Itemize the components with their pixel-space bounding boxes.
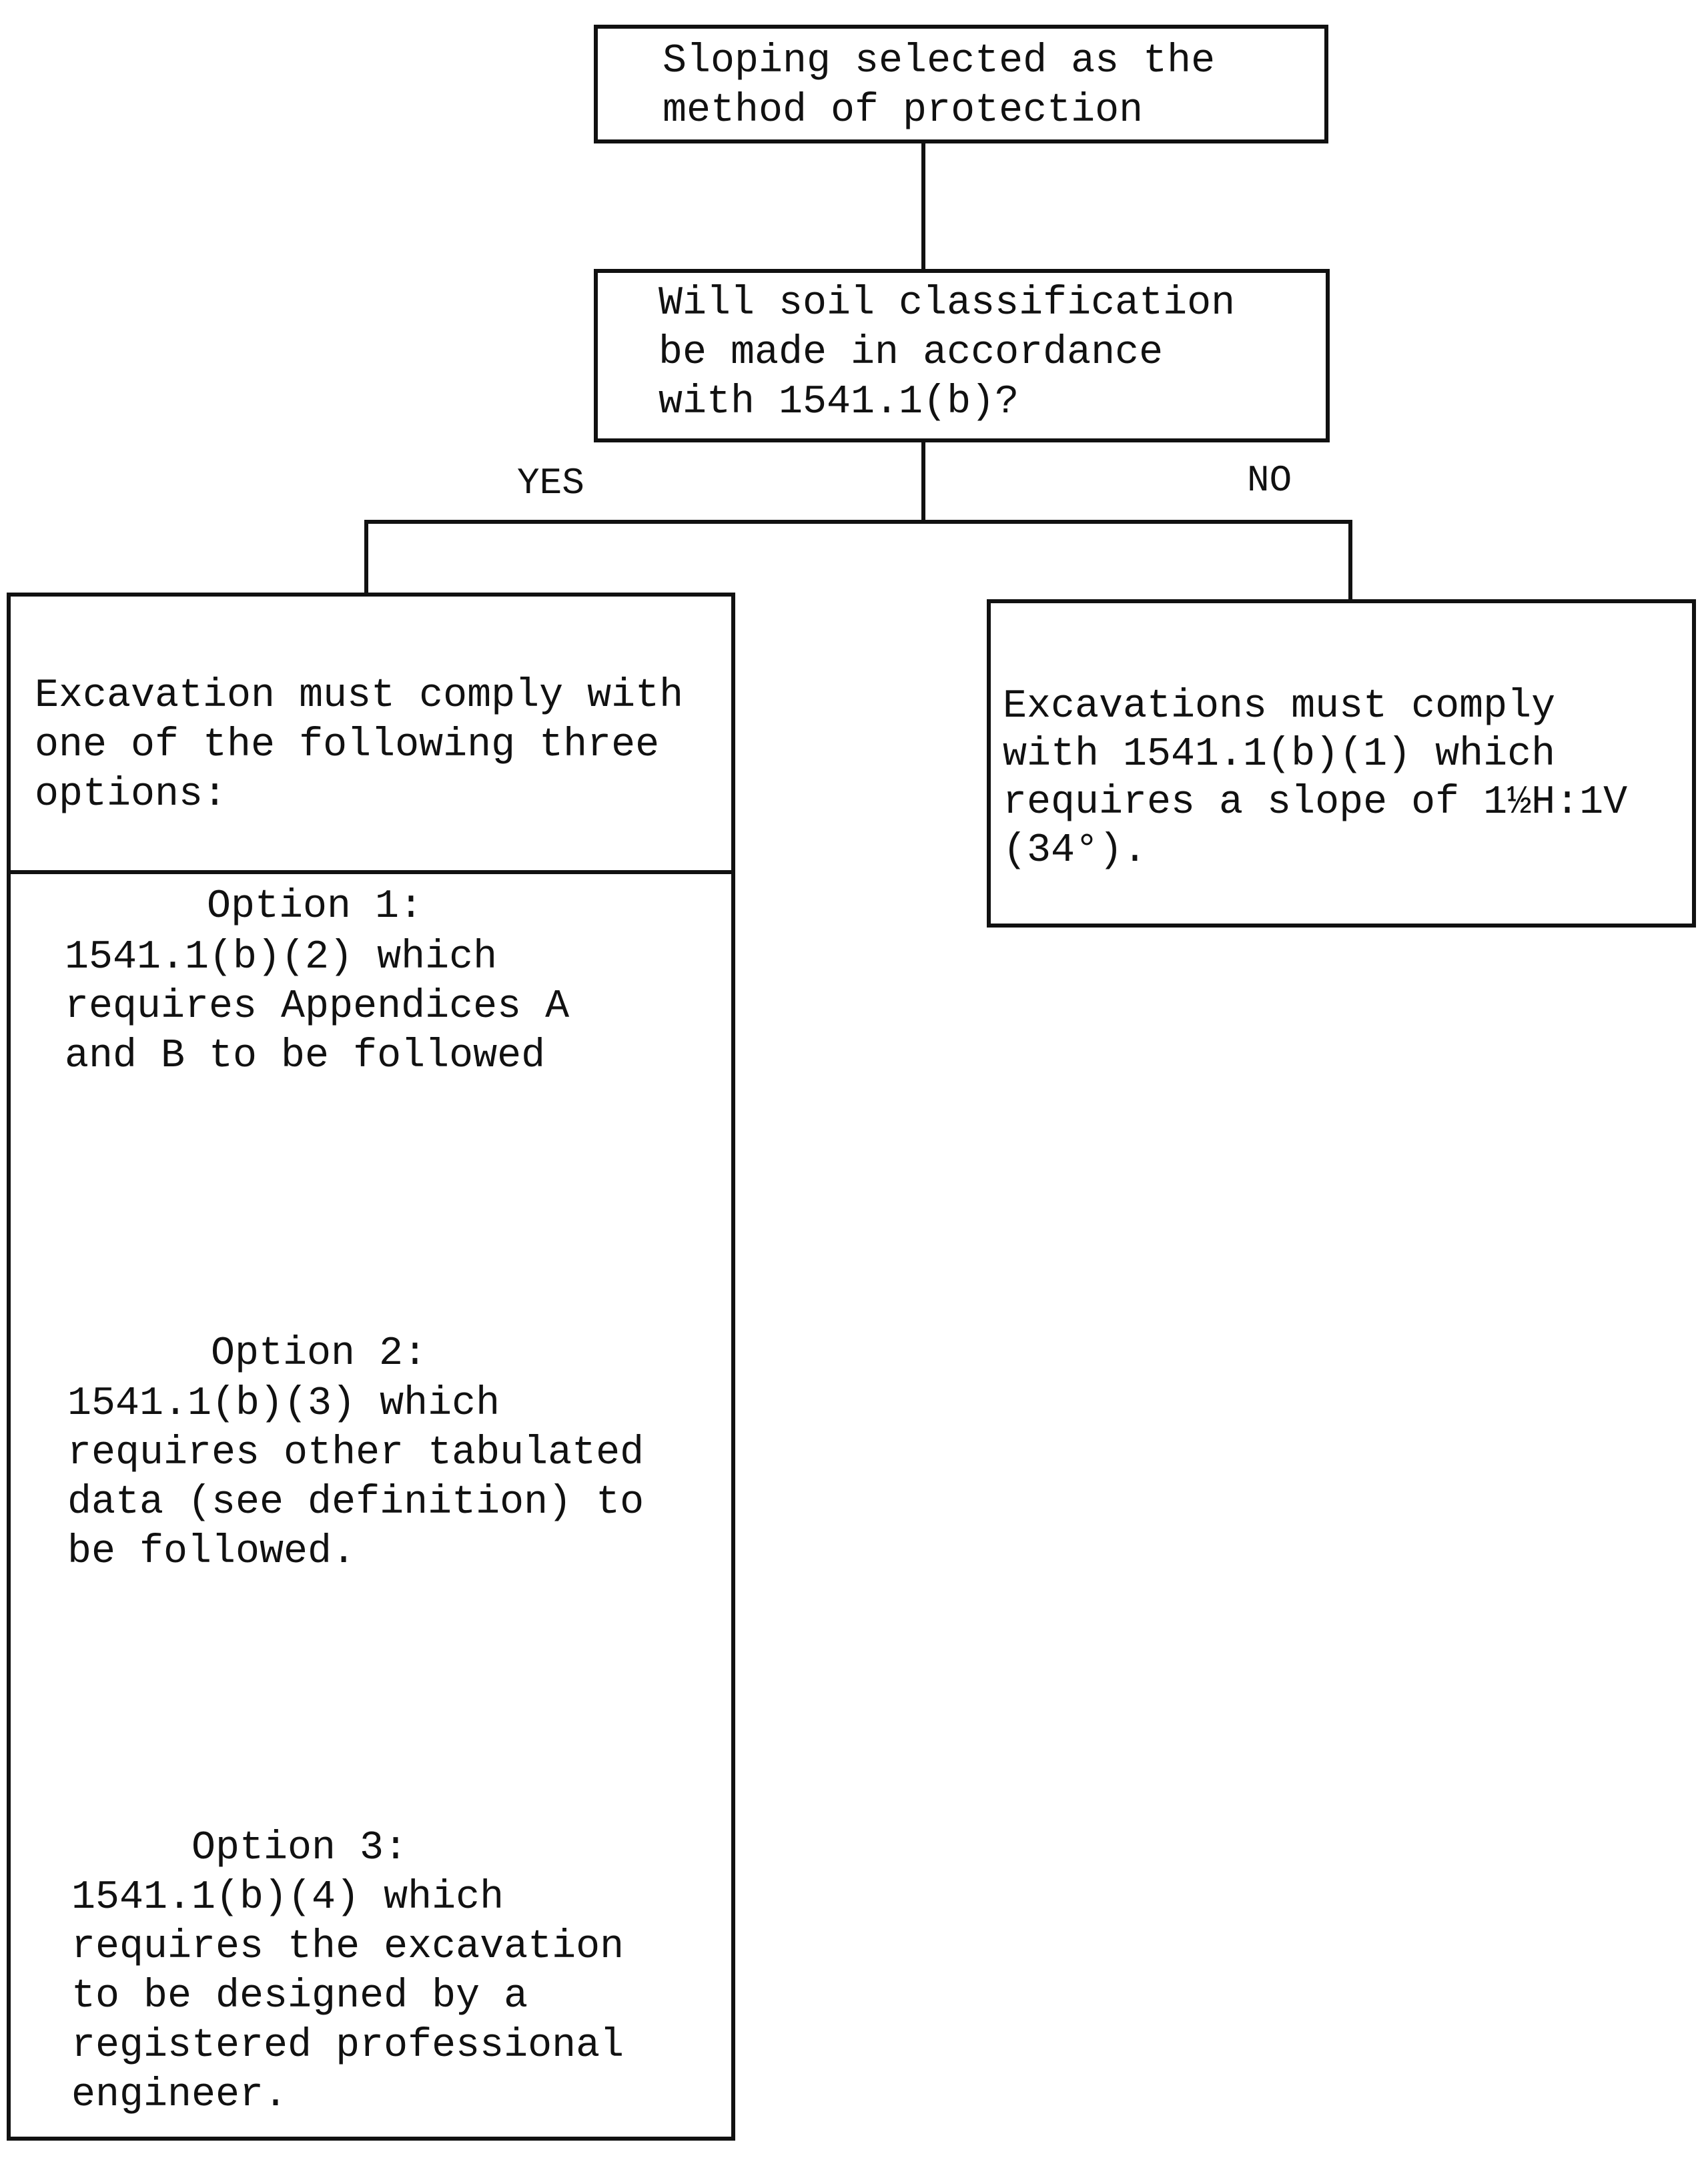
text-line: engineer. <box>71 2073 288 2118</box>
text-line: Sloping selected as the <box>663 39 1216 84</box>
text-line: requires the excavation <box>71 1924 624 1970</box>
connector-yes <box>364 520 368 594</box>
no-outcome-box <box>987 599 1696 928</box>
option-2-title: Option 2: <box>211 1331 428 1377</box>
text-line: requires Appendices A <box>65 984 570 1030</box>
text-line: to be designed by a <box>71 1974 528 2019</box>
text-line: requires other tabulated <box>67 1431 645 1476</box>
connector-branch-horizontal <box>364 520 1352 524</box>
text-line: 1541.1(b)(4) which <box>71 1875 504 1920</box>
text-line: be followed. <box>67 1529 356 1575</box>
text-line: requires a slope of 1½H:1V <box>1003 780 1628 825</box>
question-box <box>594 269 1330 442</box>
text-line: 1541.1(b)(3) which <box>67 1381 500 1427</box>
text-line: one of the following three <box>35 723 660 768</box>
text-line: be made in accordance <box>659 330 1164 376</box>
text-line: and B to be followed <box>65 1034 546 1079</box>
text-line: Will soil classification <box>659 281 1236 326</box>
yes-outcome-box <box>7 593 735 2141</box>
yes-label: YES <box>517 462 584 504</box>
text-line: with 1541.1(b)(1) which <box>1003 732 1556 777</box>
connector-start-question <box>921 142 925 270</box>
option-1-title: Option 1: <box>207 884 424 930</box>
text-line: registered professional <box>71 2023 624 2069</box>
text-line: data (see definition) to <box>67 1480 645 1525</box>
connector-question-branch <box>921 441 925 522</box>
text-line: options: <box>35 772 228 817</box>
text-line: (34°). <box>1003 828 1148 873</box>
text-line: Excavations must comply <box>1003 684 1556 729</box>
text-line: Excavation must comply with <box>35 673 684 719</box>
connector-no <box>1348 520 1352 601</box>
text-line: method of protection <box>663 88 1144 133</box>
no-label: NO <box>1247 459 1292 502</box>
start-box <box>594 25 1328 143</box>
option-3-title: Option 3: <box>191 1826 408 1871</box>
text-line: with 1541.1(b)? <box>659 380 1019 425</box>
text-line: 1541.1(b)(2) which <box>65 935 498 980</box>
yes-box-divider <box>7 870 735 874</box>
